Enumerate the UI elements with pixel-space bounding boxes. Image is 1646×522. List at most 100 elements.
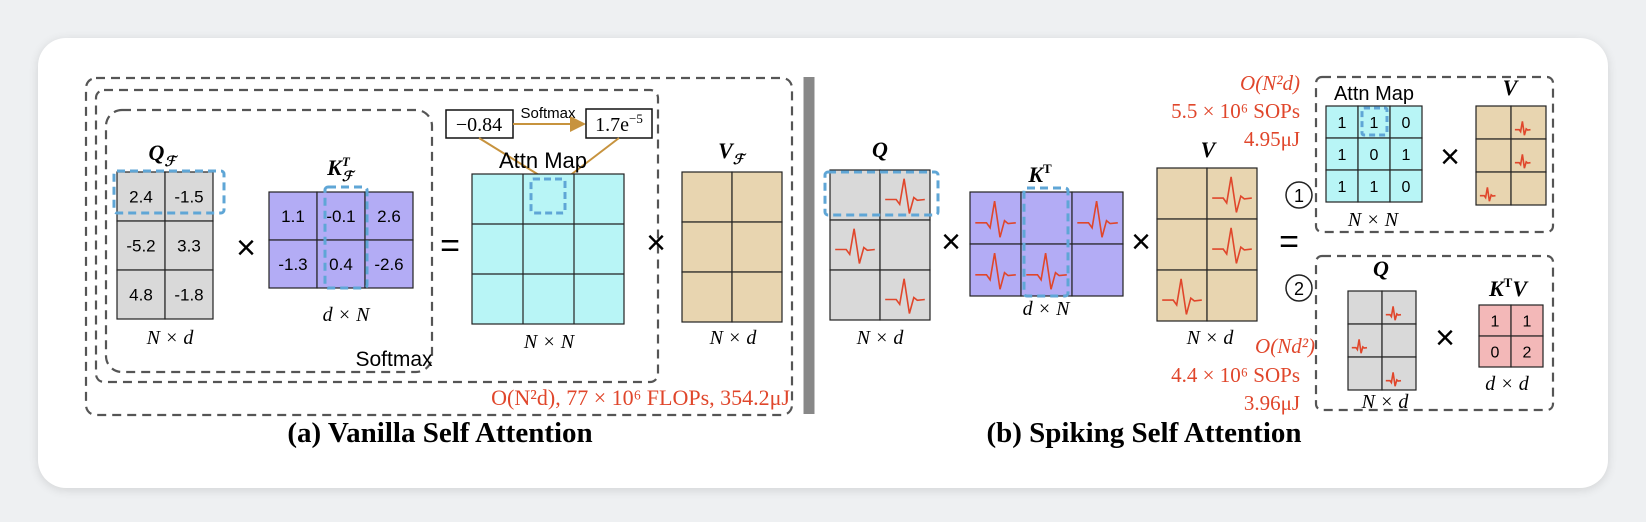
matrix-cell bbox=[1206, 167, 1258, 220]
value-before: −0.84 bbox=[456, 114, 502, 136]
matrix-cell bbox=[731, 271, 783, 323]
matrix-cell bbox=[268, 191, 318, 241]
equals-sign-b: = bbox=[1279, 223, 1299, 261]
k-col-highlight bbox=[323, 185, 369, 290]
matrix-cell bbox=[1381, 356, 1417, 391]
spike-icon bbox=[1385, 372, 1402, 387]
matrix-cell bbox=[1206, 269, 1258, 322]
matrix-cell bbox=[731, 221, 783, 273]
matrix-cell bbox=[1347, 323, 1383, 358]
times-sign-a1: × bbox=[236, 229, 256, 267]
matrix-value: 3.3 bbox=[177, 237, 201, 256]
k-label-b: KT bbox=[1027, 161, 1052, 187]
spike-icon bbox=[885, 278, 925, 314]
softmax-arrow-label: Softmax bbox=[520, 105, 576, 122]
vanilla-inner-dashed-box bbox=[94, 88, 660, 384]
caption-spiking: (b) Spiking Self Attention bbox=[986, 417, 1301, 449]
matrix-value: -1.5 bbox=[174, 188, 203, 207]
matrix-cell bbox=[1475, 105, 1512, 140]
matrix-cell bbox=[879, 219, 931, 271]
matrix-cell bbox=[969, 191, 1022, 245]
times-sign-a2: × bbox=[646, 224, 666, 262]
matrix-value: 2.6 bbox=[377, 207, 401, 226]
matrix-value: 0.4 bbox=[329, 255, 353, 274]
connector-left bbox=[478, 137, 548, 181]
spike-icon bbox=[1212, 227, 1252, 264]
matrix-cell bbox=[1475, 138, 1512, 173]
matrix-cell bbox=[969, 243, 1022, 297]
matrix-value: 1 bbox=[1523, 314, 1532, 331]
v-f-dim: N × d bbox=[709, 327, 758, 349]
matrix-cell bbox=[1347, 356, 1383, 391]
option2-circle bbox=[1285, 274, 1313, 302]
matrix-cell bbox=[1071, 243, 1124, 297]
value-after-box bbox=[585, 108, 653, 139]
ktv-matrix: 1 1 0 2 bbox=[1478, 304, 1544, 368]
spike-icon bbox=[1479, 187, 1496, 202]
attn-dim-a: N × N bbox=[523, 331, 576, 353]
matrix-cell bbox=[879, 269, 931, 321]
vanilla-outer-dashed-box bbox=[84, 76, 794, 417]
matrix-cell bbox=[1357, 169, 1391, 203]
attn-map-matrix-a bbox=[471, 173, 625, 325]
matrix-cell bbox=[164, 269, 214, 320]
matrix-cell bbox=[1156, 167, 1208, 220]
matrix-cell bbox=[1510, 304, 1544, 337]
spike-icon bbox=[1212, 176, 1252, 213]
option1-number: 1 bbox=[1294, 186, 1304, 206]
matrix-value: 2 bbox=[1523, 345, 1532, 362]
option1-complexity: O(N²d) bbox=[1240, 71, 1300, 95]
matrix-value: 1 bbox=[1338, 115, 1347, 132]
matrix-cell bbox=[681, 271, 733, 323]
spike-icon bbox=[975, 200, 1016, 238]
spike-icon bbox=[1026, 252, 1067, 290]
matrix-cell bbox=[1478, 335, 1512, 368]
matrix-cell bbox=[1071, 191, 1124, 245]
matrix-cell bbox=[1381, 290, 1417, 325]
spike-icon bbox=[1077, 200, 1118, 238]
matrix-cell bbox=[268, 239, 318, 289]
matrix-cell bbox=[1510, 335, 1544, 368]
v-dim-b: N × d bbox=[1186, 327, 1235, 349]
spike-icon bbox=[1514, 154, 1531, 169]
matrix-cell bbox=[1389, 137, 1423, 171]
matrix-value: -5.2 bbox=[126, 237, 155, 256]
matrix-cell bbox=[1156, 269, 1208, 322]
matrix-cell bbox=[1475, 171, 1512, 206]
option2-energy: 3.96μJ bbox=[1244, 391, 1300, 415]
option1-sops: 5.5 × 10⁶ SOPs bbox=[1171, 99, 1300, 123]
spike-icon bbox=[1514, 121, 1531, 136]
matrix-value: 0 bbox=[1491, 345, 1500, 362]
option1-dashed-box bbox=[1314, 75, 1555, 234]
option2-sops: 4.4 × 10⁶ SOPs bbox=[1171, 363, 1300, 387]
k-f-dim: d × N bbox=[323, 304, 371, 326]
matrix-value: 1 bbox=[1491, 314, 1500, 331]
v2-spike-matrix bbox=[1475, 105, 1547, 206]
matrix-cell bbox=[829, 219, 881, 271]
matrix-value: 4.8 bbox=[129, 286, 153, 305]
option2-complexity: O(Nd²) bbox=[1255, 334, 1315, 358]
attn-map-title-a: Attn Map bbox=[499, 148, 587, 173]
k-dim-b: d × N bbox=[1023, 298, 1071, 320]
times-sign-b1: × bbox=[941, 223, 961, 261]
spike-icon bbox=[1385, 306, 1402, 321]
v-label-b: V bbox=[1201, 137, 1218, 162]
matrix-value: 1 bbox=[1402, 147, 1411, 164]
matrix-cell bbox=[364, 239, 414, 289]
matrix-value: -1.3 bbox=[278, 255, 307, 274]
matrix-cell bbox=[1510, 138, 1547, 173]
matrix-cell bbox=[1389, 169, 1423, 203]
option2-number: 2 bbox=[1294, 279, 1304, 299]
matrix-value: 1 bbox=[1370, 115, 1379, 132]
times-sign-b4: × bbox=[1435, 319, 1455, 357]
matrix-value: -0.1 bbox=[326, 207, 355, 226]
matrix-cell bbox=[681, 221, 733, 273]
matrix-value: 1 bbox=[1338, 179, 1347, 196]
vanilla-complexity: O(N²d), 77 × 10⁶ FLOPs, 354.2μJ bbox=[491, 385, 790, 410]
q2-spike-matrix bbox=[1347, 290, 1417, 391]
ktv-dim: d × d bbox=[1485, 373, 1529, 395]
